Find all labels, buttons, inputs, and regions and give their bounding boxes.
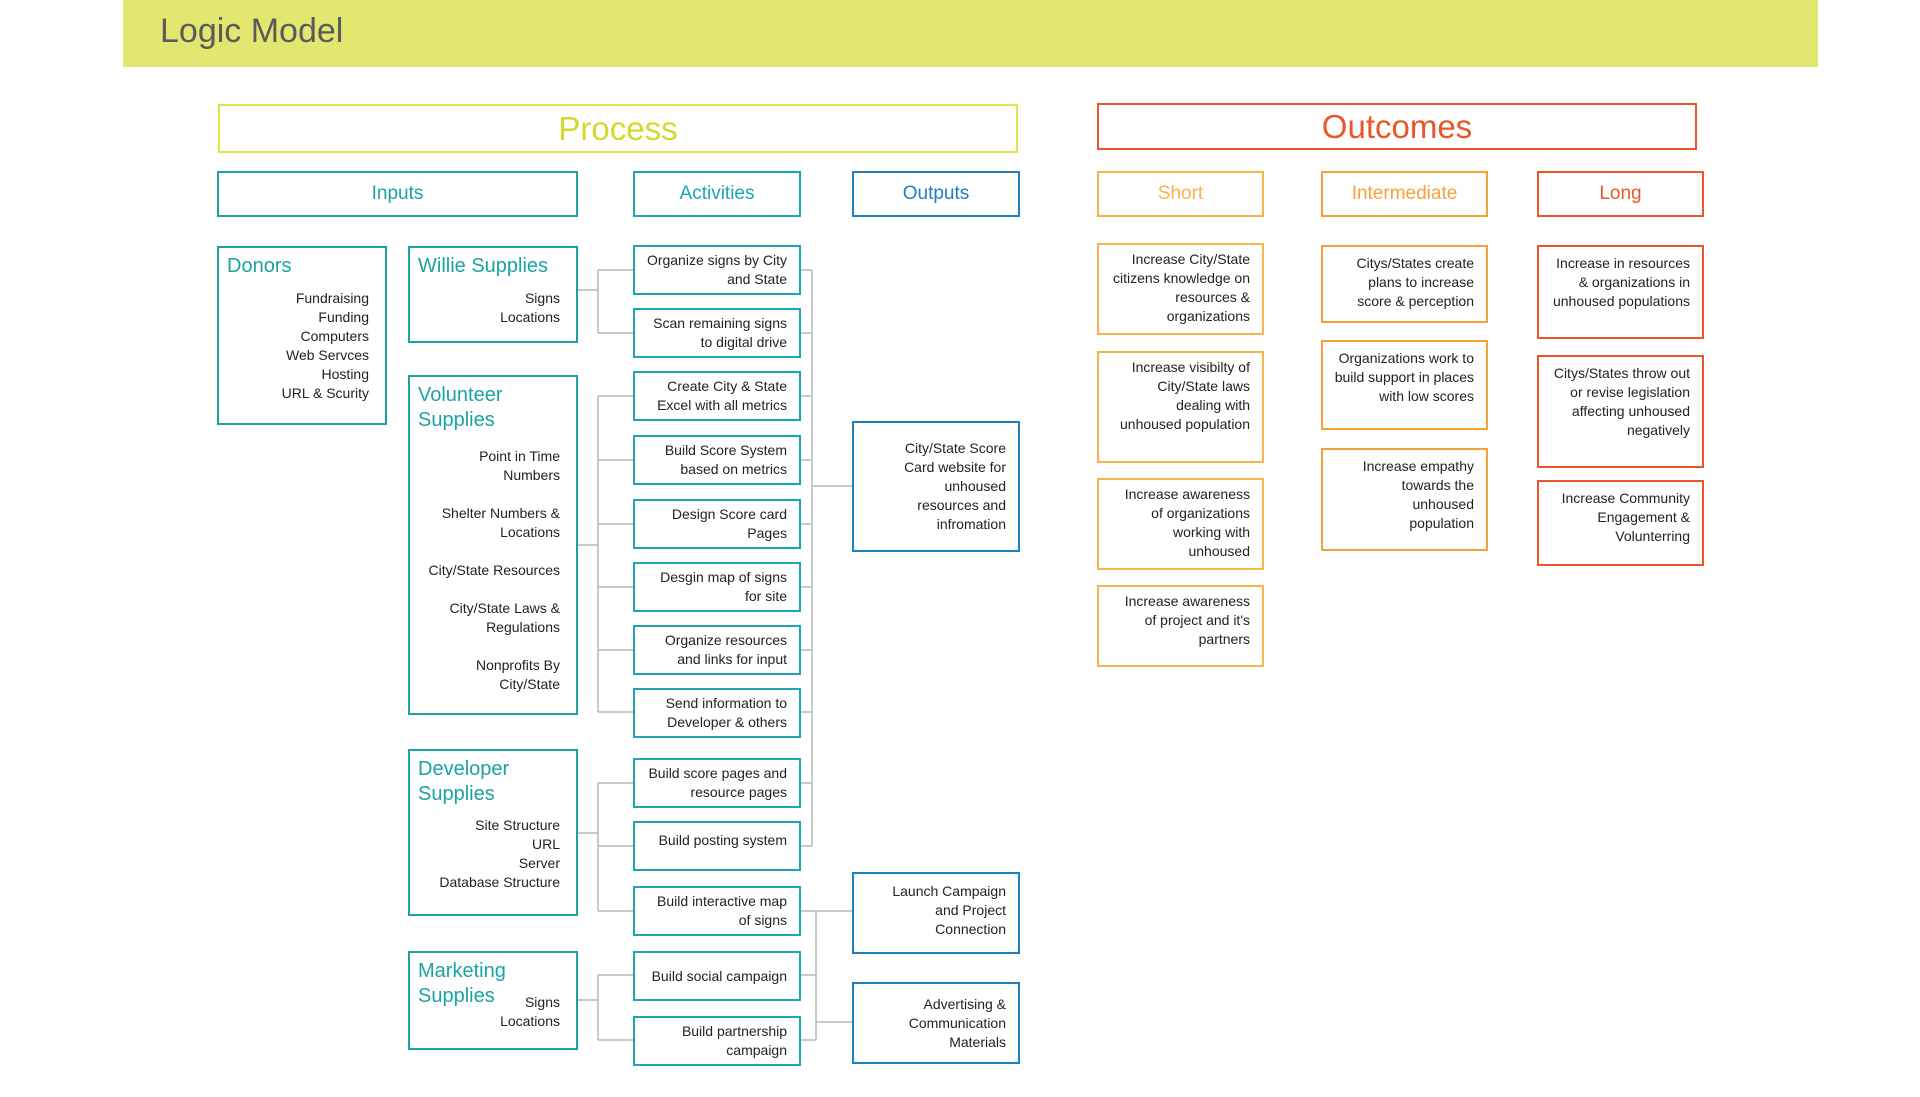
input-item: Locations: [500, 309, 560, 325]
activity-box: Organize resources and links for input: [633, 625, 801, 675]
activity-box: Build posting system: [633, 821, 801, 871]
intermediate-outcome-label: Organizations work to build support in p…: [1334, 350, 1474, 404]
activity-box: Design Score card Pages: [633, 499, 801, 549]
input-group-marketing-supplies: Marketing Supplies Signs Locations: [408, 951, 578, 1050]
input-item: Point in Time Numbers: [479, 448, 560, 483]
page-title: Logic Model: [160, 12, 344, 50]
input-item: Nonprofits By City/State: [475, 657, 560, 692]
output-box: Launch Campaign and Project Connection: [852, 872, 1020, 954]
input-item: Site Structure: [475, 817, 560, 833]
outputs-column-header: Outputs: [852, 171, 1020, 217]
input-group-title: Marketing Supplies: [418, 960, 506, 1007]
intermediate-outcome-label: Citys/States create plans to increase sc…: [1356, 255, 1475, 309]
activity-label: Create City & State Excel with all metri…: [657, 378, 787, 413]
input-group-title: Developer Supplies: [418, 758, 510, 805]
activity-box: Build interactive map of signs: [633, 886, 801, 936]
input-group-volunteer-supplies: Volunteer Supplies Point in Time Numbers…: [408, 375, 578, 715]
short-outcome-label: Increase awareness of project and it's p…: [1124, 593, 1250, 647]
input-item: Database Structure: [439, 874, 560, 890]
input-item: Web Servces: [286, 347, 369, 363]
long-outcome-box: Increase Community Engagement & Volunter…: [1537, 480, 1704, 566]
short-outcome-box: Increase visibilty of City/State laws de…: [1097, 351, 1264, 463]
input-item: Signs: [524, 290, 560, 306]
input-group-title: Willie Supplies: [418, 255, 549, 277]
input-group-willie-supplies: Willie Supplies Signs Locations: [408, 246, 578, 343]
activity-label: Build Score System based on metrics: [664, 442, 787, 477]
input-group-donors: Donors Fundraising Funding Computers Web…: [217, 246, 387, 425]
output-box: City/State Score Card website for unhous…: [852, 421, 1020, 552]
activity-box: Organize signs by City and State: [633, 245, 801, 295]
short-outcome-label: Increase awareness of organizations work…: [1124, 486, 1250, 559]
short-outcome-box: Increase awareness of project and it's p…: [1097, 585, 1264, 667]
outcomes-header: Outcomes: [1097, 103, 1697, 150]
short-outcome-box: Increase City/State citizens knowledge o…: [1097, 243, 1264, 335]
intermediate-outcome-label: Increase empathy towards the unhoused po…: [1362, 458, 1474, 531]
input-item: Server: [518, 855, 560, 871]
output-label: Advertising & Communication Materials: [908, 995, 1006, 1050]
activity-box: Send information to Developer & others: [633, 688, 801, 738]
short-outcome-box: Increase awareness of organizations work…: [1097, 478, 1264, 570]
input-group-title: Volunteer Supplies: [418, 384, 503, 431]
short-outcome-label: Increase City/State citizens knowledge o…: [1113, 251, 1250, 324]
input-item: URL & Scurity: [281, 385, 369, 401]
activity-label: Build social campaign: [651, 967, 787, 984]
input-item: Funding: [318, 309, 369, 325]
input-item: Fundraising: [295, 290, 369, 306]
long-outcome-label: Increase in resources & organizations in…: [1552, 255, 1690, 309]
long-outcome-label: Citys/States throw out or revise legisla…: [1553, 365, 1690, 438]
activity-box: Build score pages and resource pages: [633, 758, 801, 808]
input-group-developer-supplies: Developer Supplies Site Structure URL Se…: [408, 749, 578, 916]
activity-label: Build posting system: [658, 832, 787, 848]
activity-label: Build partnership campaign: [681, 1023, 787, 1058]
activity-label: Desgin map of signs for site: [660, 569, 787, 604]
activity-label: Scan remaining signs to digital drive: [653, 315, 787, 350]
input-item: Locations: [500, 1013, 560, 1029]
activity-label: Organize resources and links for input: [664, 632, 787, 667]
input-item: URL: [531, 836, 560, 852]
activity-box: Scan remaining signs to digital drive: [633, 308, 801, 358]
intermediate-outcome-box: Citys/States create plans to increase sc…: [1321, 245, 1488, 323]
input-item: Computers: [300, 328, 369, 344]
input-item: Hosting: [321, 366, 369, 382]
output-label: Launch Campaign and Project Connection: [892, 883, 1006, 937]
output-box: Advertising & Communication Materials: [852, 982, 1020, 1064]
activity-label: Build interactive map of signs: [657, 893, 787, 928]
activity-label: Organize signs by City and State: [646, 252, 787, 287]
long-outcome-box: Citys/States throw out or revise legisla…: [1537, 355, 1704, 468]
long-outcome-label: Increase Community Engagement & Volunter…: [1561, 490, 1690, 544]
activity-label: Send information to Developer & others: [665, 695, 787, 730]
title-banner: [123, 0, 1818, 67]
process-header: Process: [218, 104, 1018, 153]
intermediate-outcome-box: Increase empathy towards the unhoused po…: [1321, 448, 1488, 551]
short-column-header: Short: [1097, 171, 1264, 217]
input-item: Shelter Numbers & Locations: [441, 505, 560, 540]
activity-label: Design Score card Pages: [671, 506, 787, 541]
short-outcome-label: Increase visibilty of City/State laws de…: [1120, 359, 1251, 432]
long-outcome-box: Increase in resources & organizations in…: [1537, 245, 1704, 339]
activity-box: Desgin map of signs for site: [633, 562, 801, 612]
activity-label: Build score pages and resource pages: [648, 765, 787, 800]
activities-column-header: Activities: [633, 171, 801, 217]
input-group-title: Donors: [227, 255, 292, 277]
activity-box: Build partnership campaign: [633, 1016, 801, 1066]
input-item: City/State Laws & Regulations: [449, 600, 561, 635]
activity-box: Create City & State Excel with all metri…: [633, 371, 801, 421]
intermediate-column-header: Intermediate: [1321, 171, 1488, 217]
output-label: City/State Score Card website for unhous…: [904, 440, 1006, 532]
inputs-column-header: Inputs: [217, 171, 578, 217]
activity-box: Build Score System based on metrics: [633, 435, 801, 485]
intermediate-outcome-box: Organizations work to build support in p…: [1321, 340, 1488, 430]
activity-box: Build social campaign: [633, 951, 801, 1001]
input-item: City/State Resources: [428, 562, 561, 578]
long-column-header: Long: [1537, 171, 1704, 217]
input-item: Signs: [524, 994, 560, 1010]
